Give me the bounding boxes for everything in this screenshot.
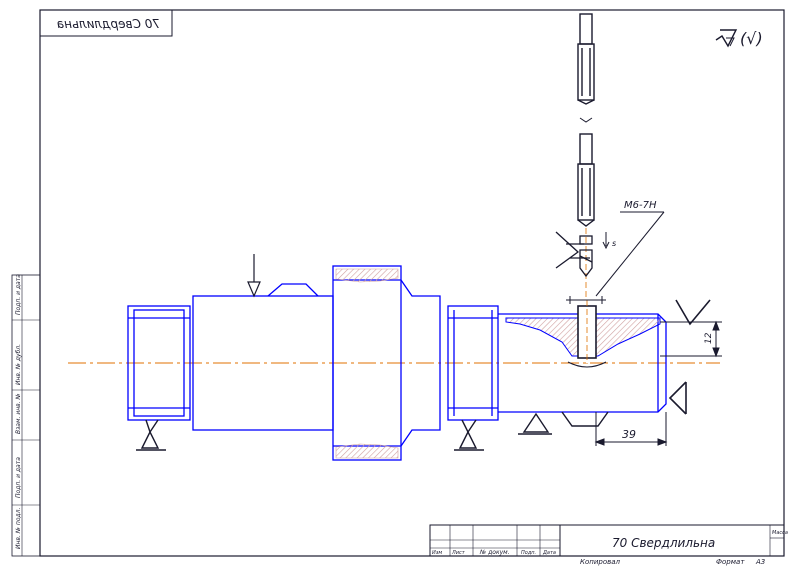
supports (136, 411, 609, 451)
copied-label: Копировал (580, 558, 621, 566)
tool-drill (555, 228, 593, 300)
roughness-mark: (√) (740, 29, 763, 48)
format-label: Формат (716, 558, 745, 566)
dimension-height-label: 12 (704, 332, 714, 344)
tool-hint (579, 117, 593, 123)
thread-callout: M6-7H (566, 200, 665, 304)
dimension-12 (660, 320, 722, 358)
tool-tap-upper (577, 13, 595, 105)
roughness-symbol: (√) (715, 29, 763, 48)
clamp-symbols (668, 299, 711, 415)
stamp-cell: № докум. (479, 549, 510, 556)
feed-arrow: s (602, 232, 616, 250)
stamp-cell: Лист (451, 550, 466, 556)
side-label: Инв. № подл. (15, 508, 22, 549)
dimension-39 (594, 412, 668, 446)
format-value: А3 (755, 558, 765, 566)
sheet-frame (11, 9, 785, 557)
tool-tap-lower (577, 133, 595, 227)
thread-label: M6-7H (624, 200, 657, 211)
force-arrow (247, 254, 261, 298)
feed-label: s (612, 239, 616, 248)
shaft (127, 265, 667, 461)
gear-hatch (335, 268, 399, 459)
side-label: Инв. № дубл. (15, 344, 22, 385)
drilled-section (505, 300, 661, 368)
side-strip: Инв. № подл. Подп. и дата Взам. инв. № И… (15, 274, 22, 549)
side-label: Подп. и дата (15, 274, 22, 315)
side-label: Взам. инв. № (15, 393, 22, 434)
stamp-cell: Дата (542, 550, 556, 556)
title-block (429, 524, 785, 557)
mirrored-title-block: 70 Свердлильна (39, 9, 173, 37)
mirrored-title: 70 Свердлильна (57, 17, 160, 31)
stamp-cell: Подп. (521, 550, 536, 556)
operation-name: 70 Свердлильна (612, 536, 715, 550)
mass-label: Масса (772, 530, 788, 536)
stamp-cell: Изм (432, 550, 442, 556)
side-label: Подп. и дата (15, 457, 22, 498)
dimension-depth-label: 39 (622, 428, 636, 441)
